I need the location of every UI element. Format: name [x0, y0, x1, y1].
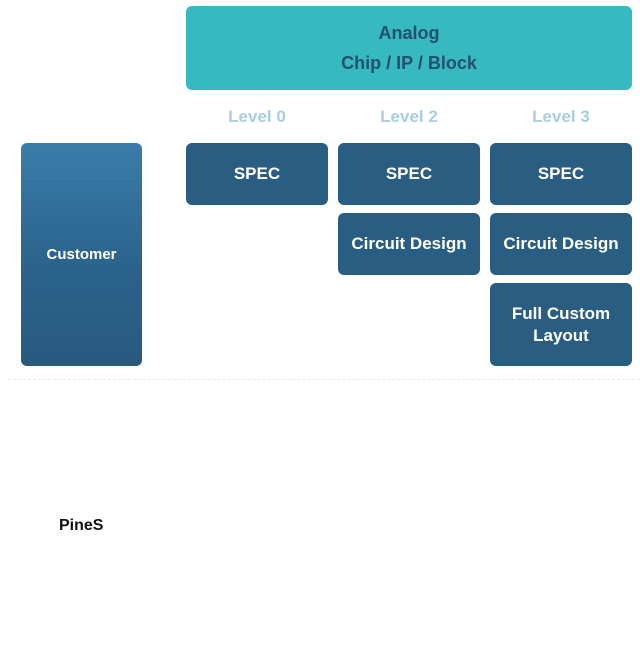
header-line-1: Analog — [378, 23, 440, 43]
customer-label: Customer — [46, 246, 117, 263]
level-2-spec-box: SPEC — [338, 143, 480, 205]
level-3-full-custom-layout-label: Full Custom Layout — [511, 303, 611, 345]
level-3-spec-box: SPEC — [490, 143, 632, 205]
level-3-circuit-design-label: Circuit Design — [503, 234, 619, 253]
level-2-label: Level 2 — [380, 107, 438, 126]
level-2-circuit-design-label: Circuit Design — [351, 234, 467, 253]
analog-header-bar: Analog Chip / IP / Block — [186, 6, 632, 90]
level-0-spec-box: SPEC — [186, 143, 328, 205]
level-0-label: Level 0 — [228, 107, 286, 126]
level-3-circuit-design-box: Circuit Design — [490, 213, 632, 275]
header-line-2: Chip / IP / Block — [341, 53, 477, 73]
level-0-spec-label: SPEC — [233, 164, 281, 183]
footer-label: PineS — [59, 517, 104, 534]
level-3-spec-label: SPEC — [537, 164, 585, 183]
customer-box: Customer — [21, 143, 142, 366]
level-3-label: Level 3 — [532, 107, 590, 126]
level-2-spec-label: SPEC — [385, 164, 433, 183]
section-divider — [8, 379, 640, 380]
level-3-full-custom-layout-box: Full Custom Layout — [490, 283, 632, 366]
level-2-circuit-design-box: Circuit Design — [338, 213, 480, 275]
